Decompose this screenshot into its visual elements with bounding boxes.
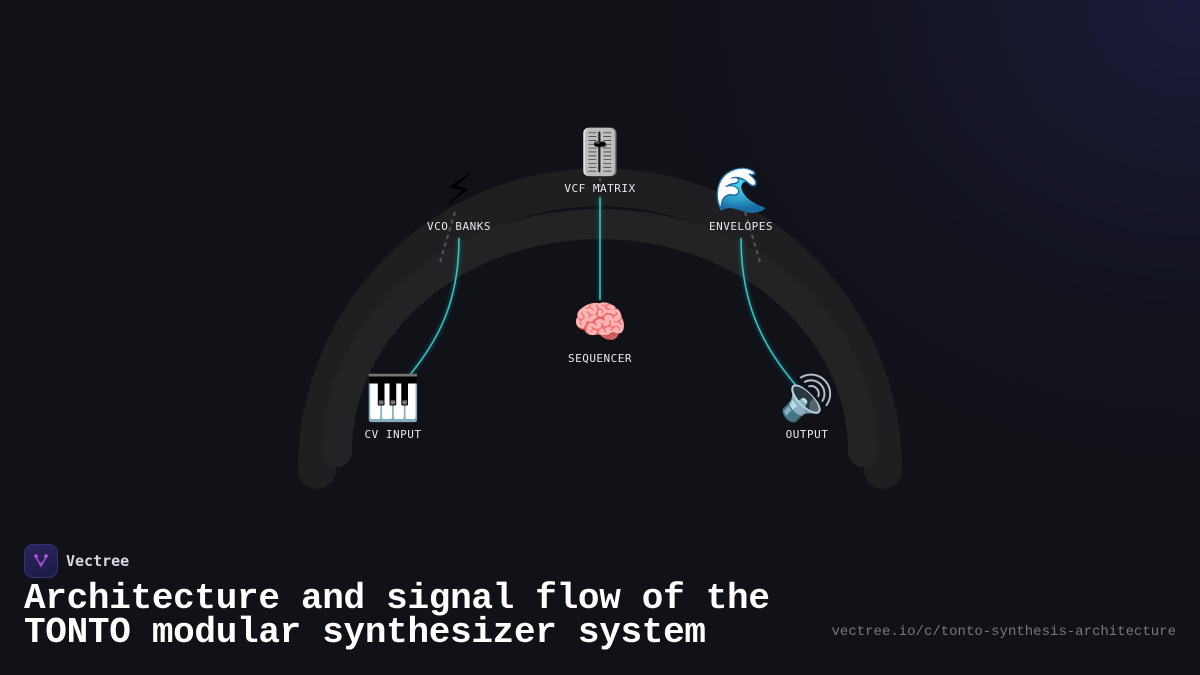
node-vco[interactable]: ⚡ VCO BANKS (426, 165, 492, 234)
brand-name: Vectree (66, 552, 130, 570)
page-title: Architecture and signal flow of the TONT… (24, 581, 770, 653)
node-label: SEQUENCER (567, 352, 633, 365)
node-cv[interactable]: 🎹 CV INPUT (364, 373, 422, 442)
node-label: VCO BANKS (426, 220, 492, 233)
node-label: ENVELOPES (708, 220, 774, 233)
title-line-2: TONTO modular synthesizer system (24, 612, 706, 653)
brain-icon: 🧠 (572, 297, 628, 348)
brand: Vectree (24, 544, 129, 578)
node-seq[interactable]: 🧠 SEQUENCER (567, 297, 633, 366)
node-label: CV INPUT (364, 428, 422, 441)
title-line-1: Architecture and signal flow of the (24, 578, 770, 619)
node-label: OUTPUT (785, 428, 829, 441)
wave-icon: 🌊 (713, 165, 769, 216)
dotted-link-env (744, 211, 761, 263)
speaker-icon: 🔊 (779, 373, 835, 424)
brand-logo (24, 544, 58, 578)
vectree-fork-icon (34, 554, 48, 568)
source-url[interactable]: vectree.io/c/tonto-synthesis-architectur… (831, 624, 1176, 640)
node-out[interactable]: 🔊 OUTPUT (779, 373, 835, 442)
lightning-icon: ⚡ (443, 165, 475, 216)
node-vcf[interactable]: 🎚️ VCF MATRIX (564, 127, 636, 196)
node-label: VCF MATRIX (564, 182, 636, 195)
level-slider-icon: 🎚️ (572, 127, 628, 178)
node-env[interactable]: 🌊 ENVELOPES (708, 165, 774, 234)
connection-vco-cv (403, 237, 460, 383)
dotted-link-vco (439, 211, 456, 263)
piano-keys-icon: 🎹 (365, 373, 421, 424)
connection-env-out (740, 237, 801, 391)
